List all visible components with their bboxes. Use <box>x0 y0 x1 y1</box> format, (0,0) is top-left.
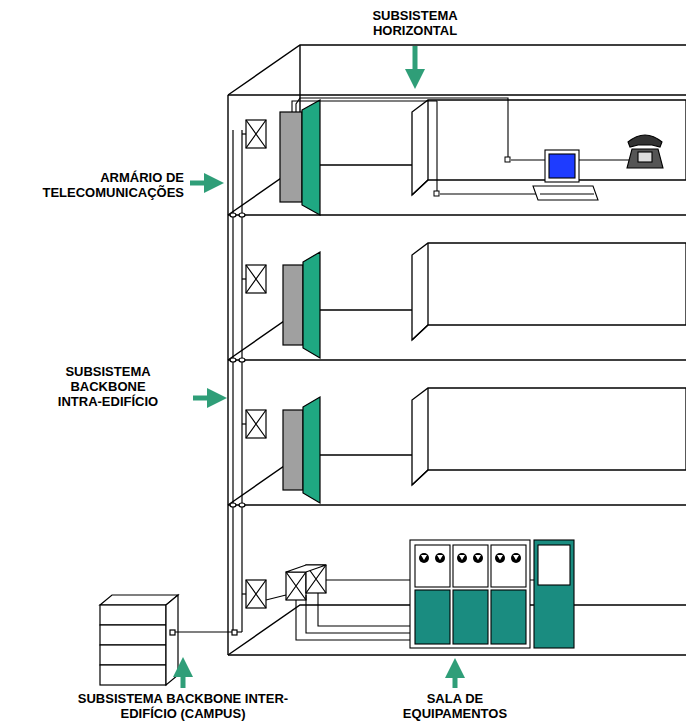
callout-label: SUBSISTEMA BACKBONE INTER-EDIFÍCIO (CAMP… <box>76 691 291 721</box>
callout-label: SALA DE EQUIPAMENTOS <box>400 691 510 721</box>
callout-label: SUBSISTEMA HORIZONTAL <box>360 8 470 38</box>
callout-label: ARMÁRIO DE TELECOMUNICAÇÕES <box>39 170 184 200</box>
callout-label: SUBSISTEMA BACKBONE INTRA-EDIFÍCIO <box>48 364 168 409</box>
